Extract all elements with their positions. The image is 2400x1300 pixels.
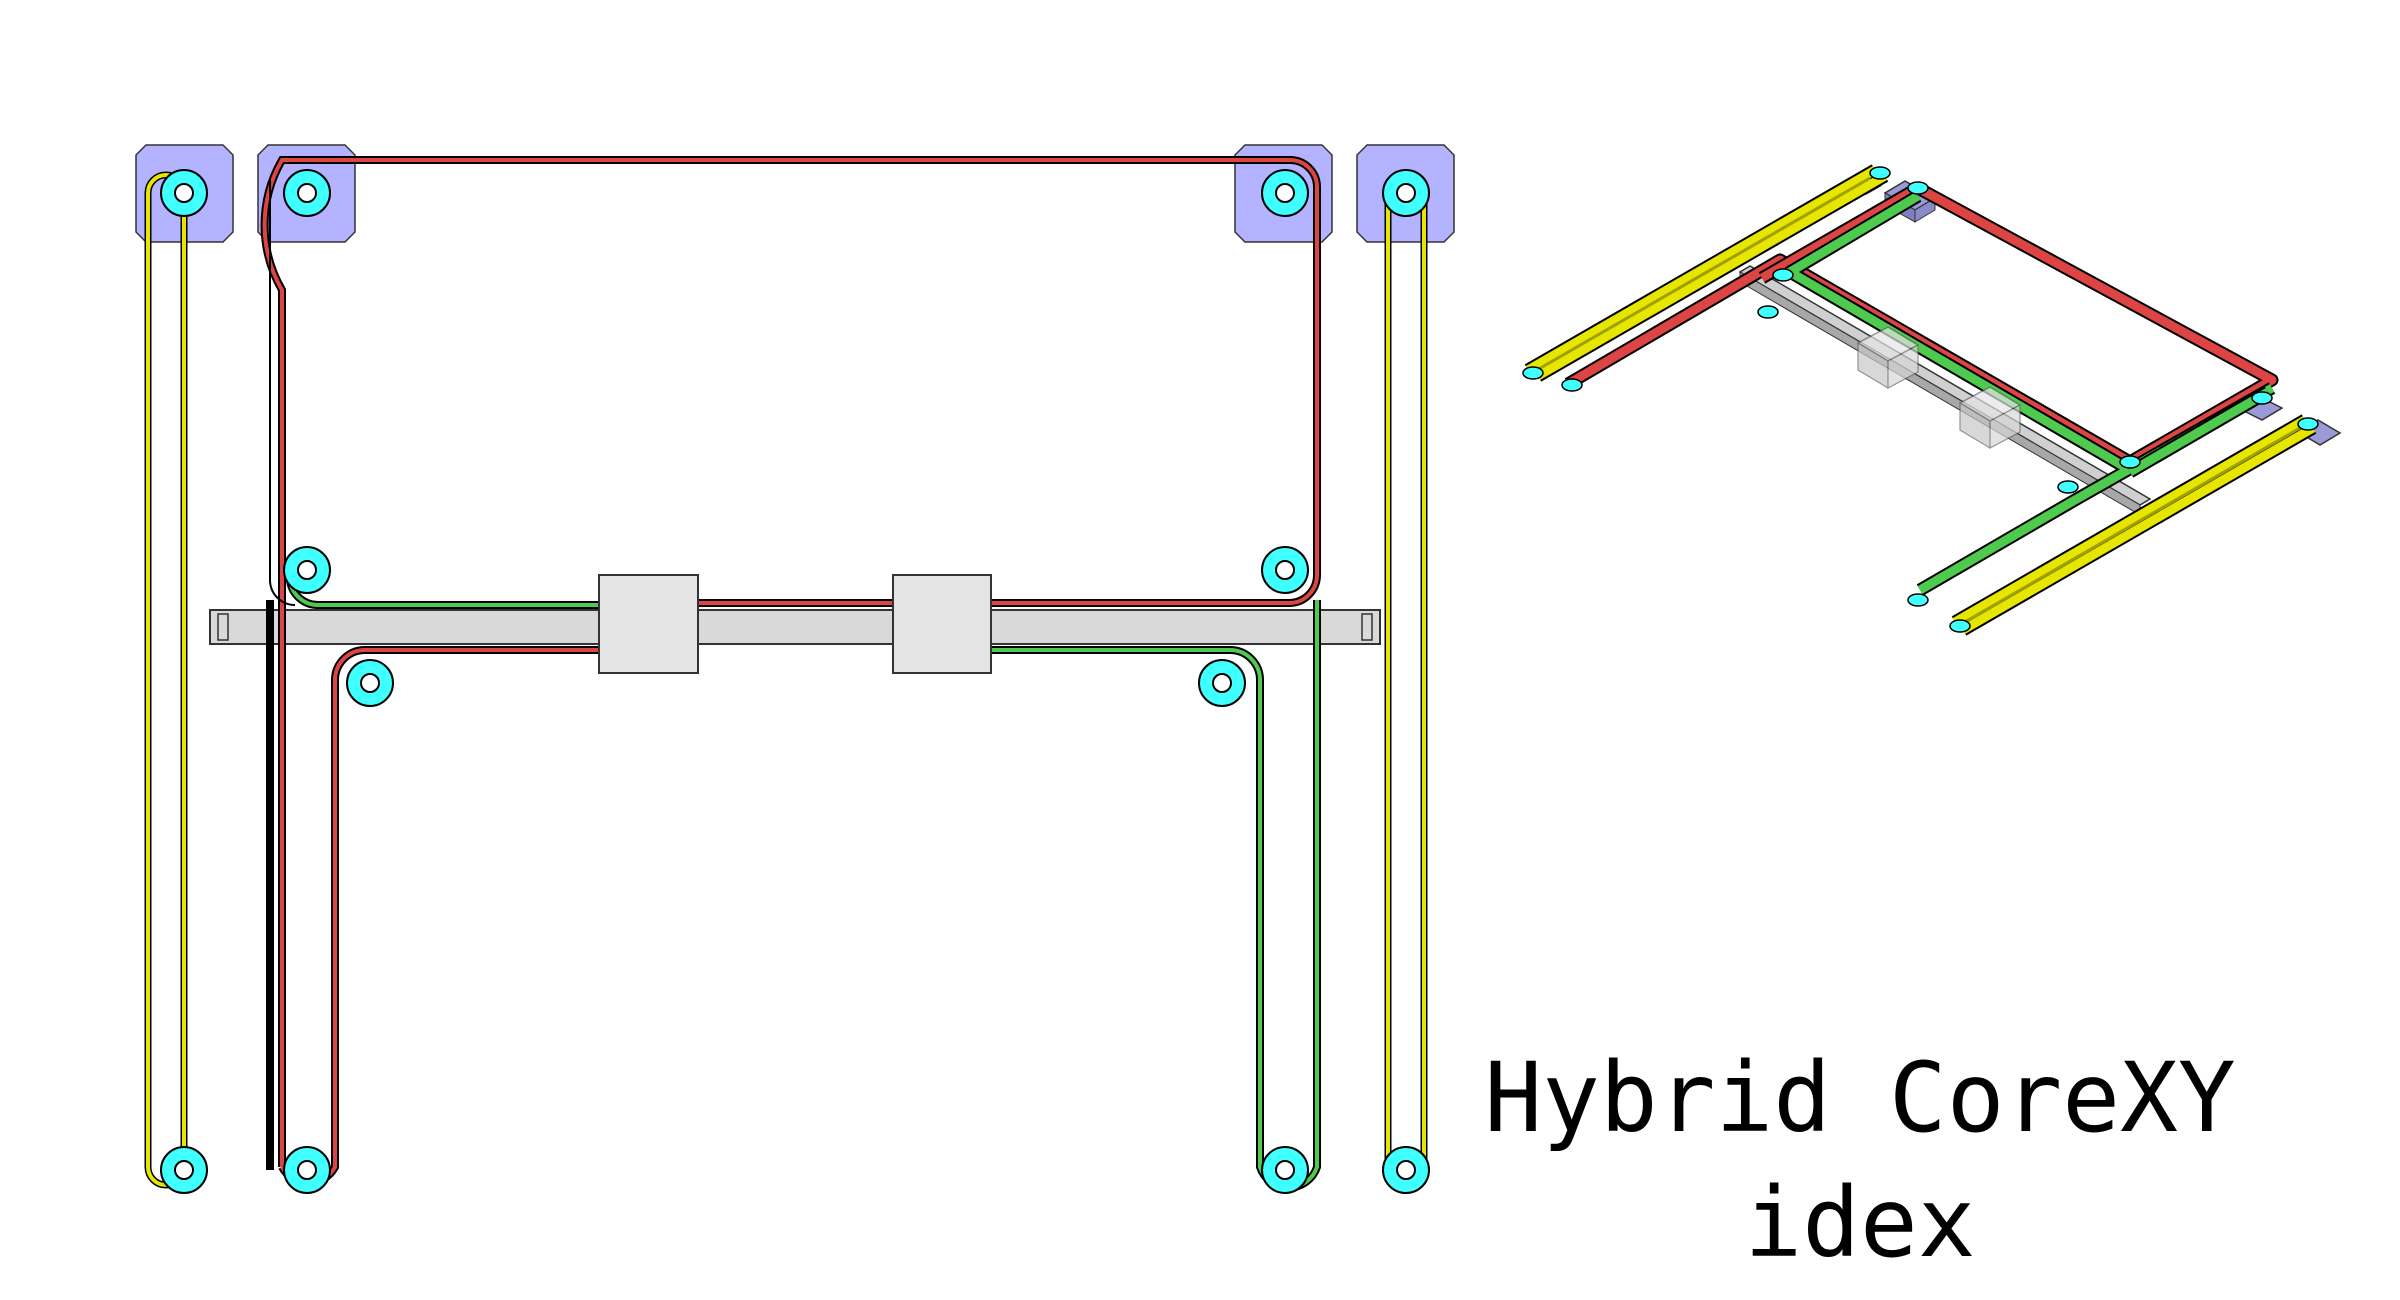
pulley-icon: [1869, 166, 1891, 180]
isometric-view: [1522, 164, 2342, 636]
belt-red-loop: [260, 156, 1321, 1187]
iso-carriages: [1856, 326, 2022, 450]
belt-green-loop: [286, 579, 1321, 1192]
gantry: [209, 609, 1381, 645]
pulley-icon: [1907, 593, 1929, 607]
pulley-icon: [1772, 268, 1794, 282]
pulley-icon: [1522, 366, 1544, 380]
gantry-end-left: [217, 613, 229, 641]
gantry-end-right: [1361, 613, 1373, 641]
gantry-bar: [209, 609, 1381, 645]
belt-red: [260, 156, 1321, 1187]
pulley-icon: [1907, 181, 1929, 195]
belt-yellow-right: [1384, 171, 1428, 1189]
pulley-icon: [2119, 455, 2141, 469]
belt-yellow-left: [144, 171, 188, 1189]
pulley-icon: [1561, 378, 1583, 392]
top-view: [135, 144, 1455, 1194]
pulley-icon: [1757, 305, 1779, 319]
pulley-icon: [2057, 480, 2079, 494]
carriage-right: [892, 574, 992, 674]
iso-pulleys: [1522, 166, 2319, 633]
iso-gantry: [1738, 265, 2152, 506]
diagram-title-line1: Hybrid CoreXY: [1484, 1042, 2236, 1154]
carriage-left: [598, 574, 699, 674]
pulley-icon: [1949, 619, 1971, 633]
pulley-icon: [2251, 391, 2273, 405]
pulley-icon: [2297, 417, 2319, 431]
belt-green: [286, 579, 1321, 1192]
diagram-title-line2: idex: [1744, 1167, 1976, 1279]
belt-yellow: [144, 171, 1428, 1189]
pulleys: [160, 169, 1430, 1194]
carriages: [598, 574, 992, 674]
